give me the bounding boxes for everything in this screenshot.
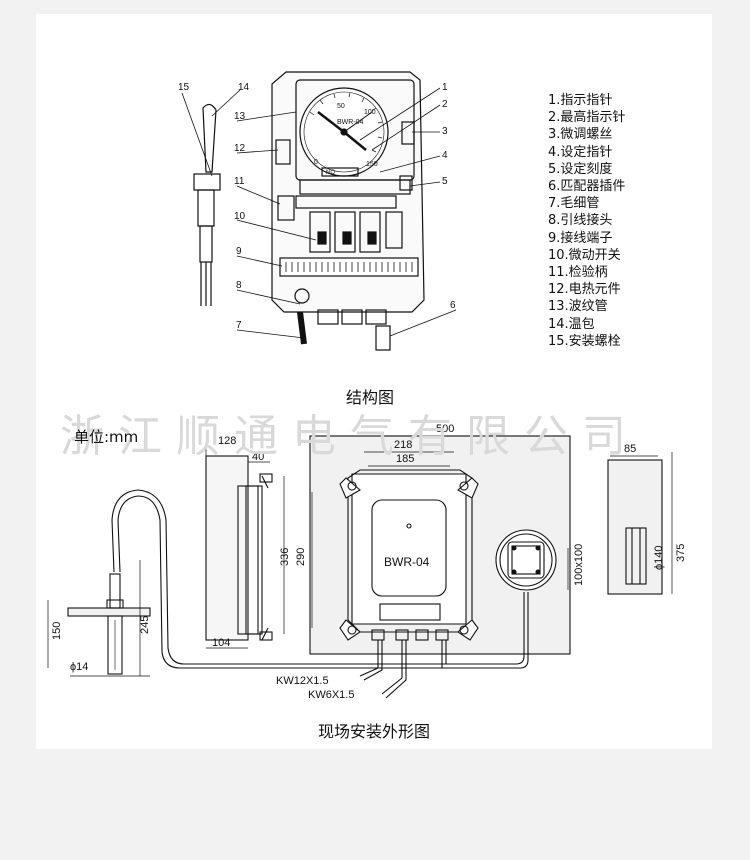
callout-14: 14: [238, 82, 250, 93]
legend-item: 11.检验柄: [548, 265, 608, 281]
dim-104: 104: [212, 637, 230, 649]
legend-item: 7.毛细管: [548, 196, 600, 212]
legend-item: 14.温包: [548, 316, 595, 332]
dim-375: 375: [675, 544, 687, 562]
dim-100x100: 100x100: [573, 544, 585, 586]
dim-336: 336: [279, 548, 291, 566]
legend-item: 3.微调螺丝: [548, 127, 613, 143]
legend-item: 13.波纹管: [548, 299, 608, 315]
dim-290: 290: [295, 548, 307, 566]
callout-6: 6: [450, 300, 456, 311]
legend-item: 9.接线端子: [548, 230, 613, 246]
callout-10: 10: [234, 211, 246, 222]
no-label: NO: [326, 170, 335, 176]
dim-245: 245: [139, 616, 151, 634]
dim-40: 40: [252, 451, 264, 463]
legend-item: 15.安装螺栓: [548, 333, 621, 349]
legend-item: 10.微动开关: [548, 247, 621, 263]
callout-7: 7: [236, 320, 242, 331]
legend-item: 12.电热元件: [548, 282, 621, 298]
callout-4: 4: [442, 150, 448, 161]
cable-label-kw12: KW12X1.5: [276, 675, 329, 687]
cable-label-kw6: KW6X1.5: [308, 689, 354, 701]
dim-phi140: ϕ140: [653, 545, 665, 570]
dim-500: 500: [436, 423, 454, 435]
callout-9: 9: [236, 246, 242, 257]
dim-128: 128: [218, 435, 236, 447]
legend-item: 8.引线接头: [548, 213, 613, 229]
callout-3: 3: [442, 126, 448, 137]
dim-218: 218: [394, 439, 412, 451]
watermark: 浙江顺通电气有限公司: [60, 411, 640, 462]
installation-title: 现场安装外形图: [318, 722, 431, 741]
unit-label: 单位:mm: [74, 428, 139, 446]
parts-legend: 1.指示指针 2.最高指示针 3.微调螺丝 4.设定指针 5.设定刻度 6.匹配…: [548, 92, 625, 350]
callout-8: 8: [236, 280, 242, 291]
meter-label: BWR-04: [337, 119, 364, 126]
dim-85: 85: [624, 443, 636, 455]
device-label: BWR-04: [384, 555, 430, 569]
dial-number-150: 150: [366, 161, 378, 168]
legend-item: 5.设定刻度: [548, 161, 613, 177]
structure-diagram: [181, 71, 457, 351]
dim-185: 185: [396, 453, 414, 465]
structure-title: 结构图: [346, 388, 395, 407]
callout-11: 11: [234, 176, 245, 187]
callout-5: 5: [442, 176, 448, 187]
callout-2: 2: [442, 99, 448, 110]
dial-number-0: 0: [314, 159, 318, 166]
dial-number-100: 100: [364, 109, 376, 116]
legend-item: 6.匹配器插件: [548, 179, 626, 195]
legend-item: 4.设定指针: [548, 144, 613, 160]
installation-drawing: [47, 435, 673, 699]
callout-1: 1: [442, 82, 448, 93]
callout-12: 12: [234, 143, 246, 154]
dim-150: 150: [51, 622, 63, 640]
legend-item: 1.指示指针: [548, 93, 613, 108]
callout-15: 15: [178, 82, 190, 93]
callout-13: 13: [234, 111, 246, 122]
dial-number-50: 50: [337, 103, 345, 110]
legend-item: 2.最高指示针: [548, 110, 626, 126]
dim-phi14: ϕ14: [70, 661, 88, 673]
